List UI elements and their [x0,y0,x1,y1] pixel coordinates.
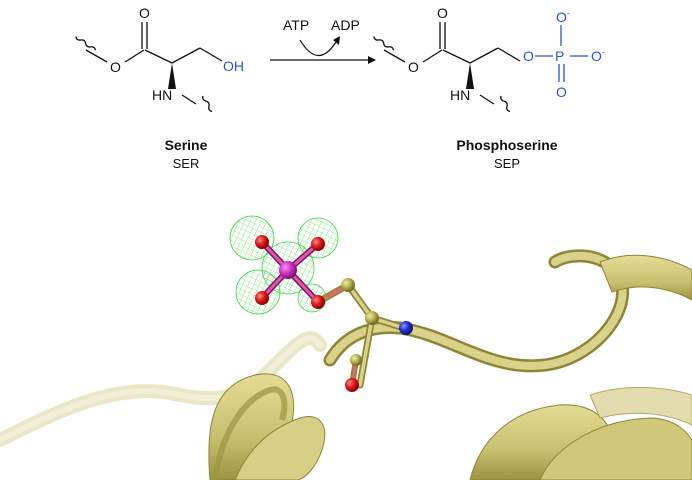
sep-anion-o-top: O- [556,8,570,25]
wavy-bond-left-product [373,36,395,51]
helix-far-right [589,387,692,426]
ribbon-top-right [599,254,692,301]
serine-ester-o: O [110,59,121,75]
cofactor-in-label: ATP [283,17,309,33]
serine-hydroxyl: OH [223,58,244,74]
reaction-arrowhead [368,56,376,64]
carbon-atom-c [350,354,362,366]
phosphoserine-code: SEP [494,156,520,171]
oxygen-atom-1 [255,235,269,249]
sep-ester-o: O [408,59,419,75]
sep-amine: HN [450,87,470,103]
wavy-bond-left [75,36,97,51]
nitrogen-atom [399,321,413,335]
sep-carbonyl-o: O [437,5,448,21]
carbon-atom-ca [365,311,379,325]
sep-phosphorus: P [555,48,564,64]
cofactor-out-label: ADP [331,17,360,33]
serine-amine: HN [152,87,172,103]
oxygen-atom-2 [311,237,325,251]
sep-bridge-o: O [523,48,534,64]
wavy-bond-amine-product [500,95,511,113]
cofactor-curve-arrow [299,39,337,57]
serine-structure: O O HN OH Serine SER [75,5,244,171]
oxygen-atom-carbonyl [345,378,359,392]
protein-render [0,215,692,480]
serine-code: SER [173,156,200,171]
wavy-bond-amine [202,95,213,113]
reaction-arrow-group: ATP ADP [270,17,376,64]
serine-carbonyl-o: O [139,5,150,21]
carbon-atom-cb [341,278,355,292]
oxygen-atom-3 [255,291,269,305]
phosphoserine-name: Phosphoserine [456,137,557,153]
sep-anion-o-right: O- [591,47,605,64]
phosphorus-atom [279,261,297,279]
serine-name: Serine [165,137,208,153]
phosphoserine-structure: O O HN O P O O- O- Phosphoserine SEP [373,5,605,171]
oxygen-atom-4 [311,295,325,309]
sep-oxo-o: O [556,84,567,100]
